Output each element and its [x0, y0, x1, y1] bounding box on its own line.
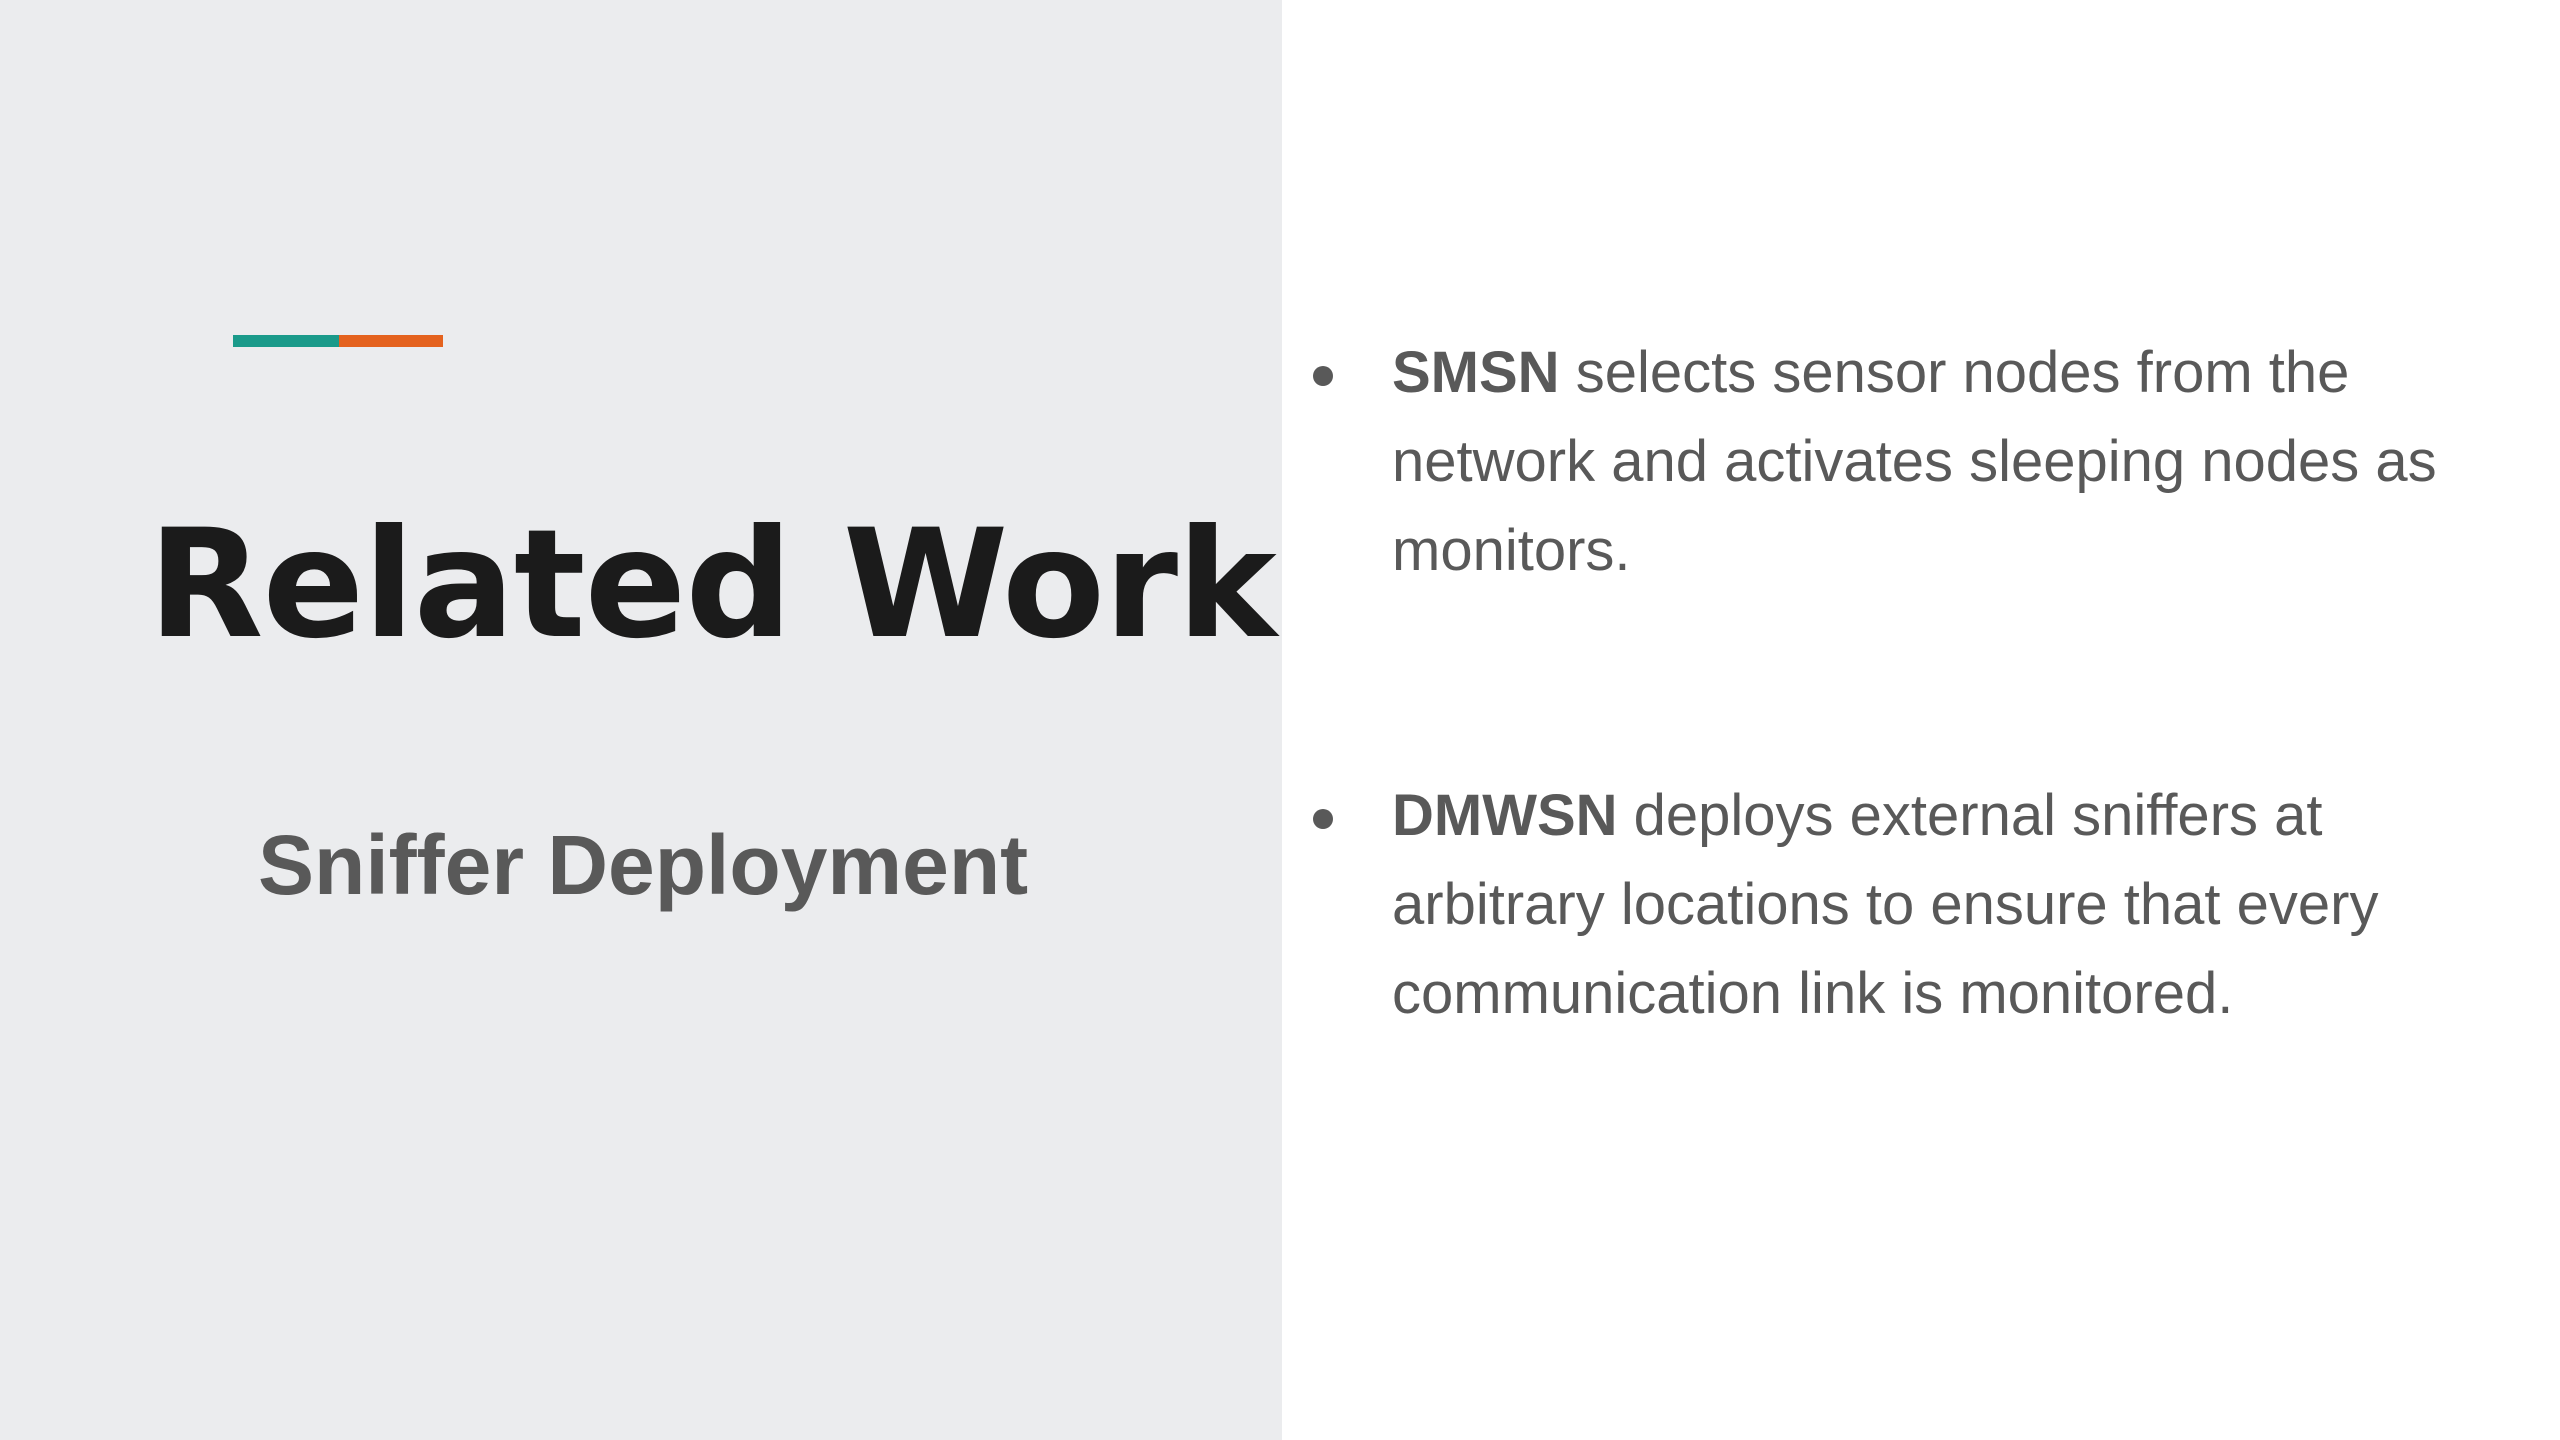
- bullet-text: deploys external sniffers at arbitrary l…: [1392, 783, 2379, 1026]
- slide-subtitle: Sniffer Deployment: [258, 818, 1029, 912]
- slide-title: Related Work: [148, 498, 1277, 672]
- bullet-item-dmwsn: DMWSN deploys external sniffers at arbit…: [1313, 771, 2472, 1038]
- bullet-term: DMWSN: [1392, 783, 1618, 848]
- accent-line-orange: [339, 335, 443, 347]
- bullet-item-smsn: SMSN selects sensor nodes from the netwo…: [1313, 328, 2472, 595]
- bullet-dot-icon: [1313, 366, 1333, 386]
- bullet-dot-icon: [1313, 809, 1333, 829]
- accent-line-teal: [233, 335, 339, 347]
- bullet-term: SMSN: [1392, 340, 1560, 405]
- bullet-list: SMSN selects sensor nodes from the netwo…: [1282, 0, 2560, 1440]
- bullet-text: selects sensor nodes from the network an…: [1392, 340, 2437, 583]
- title-panel: Related Work Sniffer Deployment: [0, 0, 1282, 1440]
